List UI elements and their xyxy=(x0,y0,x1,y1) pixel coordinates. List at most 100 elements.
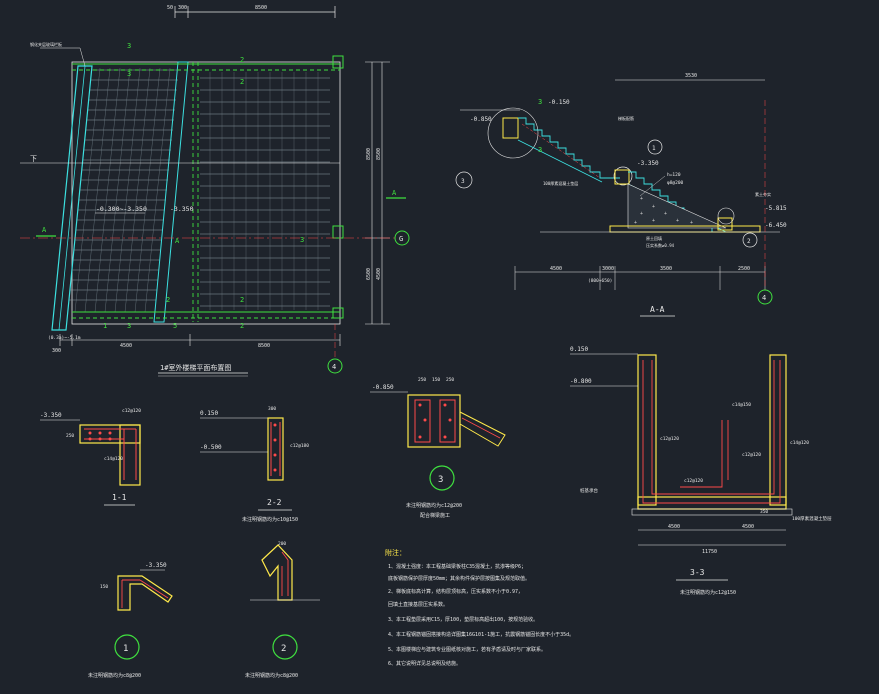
aa-note-4: 素土夯实 xyxy=(755,191,771,197)
s33-rebar-3: c12@120 xyxy=(684,478,703,484)
aa-detail-mark-3: 3 xyxy=(461,178,465,185)
d3-level: -0.850 xyxy=(372,384,394,391)
s33-level-1: 0.150 xyxy=(570,346,588,353)
aa-detail-mark-1: 1 xyxy=(652,145,656,152)
plan-sec-mark: 3 xyxy=(300,236,304,244)
plan-sec-mark: 1 xyxy=(103,322,107,330)
aa-dim-bottom-4: 2500 xyxy=(738,266,750,272)
notes-line: 2、梯板底标高计算，结构层顶标高，压实系数不小于0.97， xyxy=(388,588,523,595)
aa-detail-mark-2: 2 xyxy=(747,238,751,245)
s33-label-zhuang: 桩基承台 xyxy=(580,487,598,494)
aa-note-2: φ8@200 xyxy=(667,180,684,186)
plan-axis-4: 4 xyxy=(332,363,336,371)
d3-dim-3: 250 xyxy=(446,377,454,383)
plan-level: -0.300~-3.350 xyxy=(96,205,147,213)
dc2-dim: 200 xyxy=(278,541,286,547)
d22-rebar: c12@180 xyxy=(290,443,309,449)
aa-level-3: -3.350 xyxy=(637,160,659,167)
plan-level-2: -3.350 xyxy=(170,205,194,213)
detail-1-1: -3.350 c12@120 c14@120 250 1-1 xyxy=(40,408,141,506)
s33-level-2: -0.800 xyxy=(570,378,592,385)
plan-sec-mark: 2 xyxy=(240,56,244,64)
aa-note-0: 梯板配筋 xyxy=(618,115,634,121)
aa-dim-bottom-3: 3500 xyxy=(660,266,672,272)
aa-note-5: 原土回填 xyxy=(646,235,662,241)
aa-level-1: -0.150 xyxy=(548,99,570,106)
plan-dim-bottom-3: 8500 xyxy=(258,343,270,349)
plan-section-a-mid: A xyxy=(175,237,180,245)
aa-dim-bottom-2: 3000 xyxy=(602,266,614,272)
dc1-dim: 150 xyxy=(100,584,108,590)
plan-section-a-right: A xyxy=(392,189,397,197)
aa-title: A-A xyxy=(650,305,665,314)
s33-rebar-1: c14@120 xyxy=(790,440,809,446)
plan-title: 1#室外楼梯平面布置图 xyxy=(160,363,231,372)
plan-sec-mark: 2 xyxy=(240,322,244,330)
d11-title: 1-1 xyxy=(112,493,127,502)
plan-sec-mark: 2 xyxy=(240,296,244,304)
d22-level-2: -0.500 xyxy=(200,444,222,451)
plan-sec-mark: 5 xyxy=(173,322,177,330)
aa-note-3: 100厚素混凝土垫层 xyxy=(543,180,578,186)
notes-line: 底板钢筋保护层厚度50mm；其余构件保护层按图集及规范取值。 xyxy=(388,575,530,582)
d22-level-1: 0.150 xyxy=(200,410,218,417)
aa-axis-4: 4 xyxy=(762,294,766,302)
s33-dim-1: 4500 xyxy=(668,524,680,530)
d22-dim-1: 300 xyxy=(268,406,276,412)
plan-sec-mark: 2 xyxy=(166,296,170,304)
s33-pad-note: 100厚素混凝土垫层 xyxy=(792,515,832,522)
s33-rebar-4: c12@120 xyxy=(660,436,679,442)
aa-level-4: -5.815 xyxy=(765,205,787,212)
dc2-mark: 2 xyxy=(281,644,286,654)
svg-text:+: + xyxy=(676,218,679,224)
plan-dim-top-2: 300 xyxy=(178,5,187,11)
s33-title: 3-3 xyxy=(690,568,705,577)
s33-rebar-5: c14@150 xyxy=(732,402,751,408)
notes-line: 4、本工程钢筋锚固搭接构造详图集16G101-1施工，抗震钢筋锚固长度不小于35… xyxy=(388,631,574,638)
detail-2-2: 0.150 -0.500 c12@180 300 2-2 未注明钢筋均为c10@… xyxy=(200,406,309,523)
plan-dim-right-2: 8500 xyxy=(376,148,382,160)
plan-dim-top-1: 50 xyxy=(167,5,173,11)
plan-dim-bottom-1: 300 xyxy=(52,348,61,354)
detail-circle-1: -3.350 150 1 未注明钢筋均为c8@200 xyxy=(88,562,173,679)
plan-view: 50 300 8500 xyxy=(20,5,410,377)
notes-line: 6、其它说明详见总说明及结施。 xyxy=(388,660,461,667)
notes-line: 3、本工程垫层采用C15，厚100，垫层标高超出100，按规范验收。 xyxy=(388,616,538,623)
d3-mark: 3 xyxy=(438,475,443,485)
d3-dim-2: 150 xyxy=(432,377,440,383)
plan-leader-note: 钢化夹层玻璃栏板 xyxy=(30,41,62,47)
dc1-mark: 1 xyxy=(123,644,128,654)
aa-mark-3: 3 xyxy=(538,98,542,106)
notes-title: 附注： xyxy=(385,548,406,557)
section-aa: 3530 -0.150 -0.850 -3.350 +++ +++ ++ -5.… xyxy=(455,73,787,317)
d3-note-1: 未注明钢筋均为c12@200 xyxy=(406,502,462,509)
s33-rebar-2: c12@120 xyxy=(742,452,761,458)
s33-dim-2: 4500 xyxy=(742,524,754,530)
d11-rebar-2: c14@120 xyxy=(104,456,123,462)
plan-sec-mark: 3 xyxy=(127,42,131,50)
svg-text:+: + xyxy=(634,220,637,226)
svg-text:+: + xyxy=(640,211,643,217)
plan-side-note: (0.3a)~-5.1m xyxy=(48,335,81,341)
d22-note: 未注明钢筋均为c10@150 xyxy=(242,516,298,523)
d11-level: -3.350 xyxy=(40,412,62,419)
aa-level-5: -6.450 xyxy=(765,222,787,229)
aa-sub-dim: (800+650) xyxy=(588,278,612,284)
aa-dim-top: 3530 xyxy=(685,73,697,79)
svg-text:+: + xyxy=(664,211,667,217)
plan-dim-right-1: 8500 xyxy=(366,148,372,160)
d3-dim-1: 250 xyxy=(418,377,426,383)
section-3-3: 0.150 -0.800 c14@120 c12@120 c12@120 c12… xyxy=(570,346,832,596)
svg-text:+: + xyxy=(640,196,643,202)
aa-level-2: -0.850 xyxy=(470,116,492,123)
plan-dim-right-3: 6500 xyxy=(366,268,372,280)
svg-text:+: + xyxy=(652,218,655,224)
plan-sec-mark: 3 xyxy=(127,70,131,78)
d3-note-2: 配合梯梁施工 xyxy=(420,512,450,519)
detail-3: -0.850 250 150 250 3 未注明钢筋均为c12@200 配合梯梁… xyxy=(370,377,506,519)
dc1-level: -3.350 xyxy=(145,562,167,569)
plan-dim-bottom-2: 4500 xyxy=(120,343,132,349)
dc1-note: 未注明钢筋均为c8@200 xyxy=(88,672,141,679)
general-notes: 附注： 1、混凝土强度：本工程基础梁板柱C35混凝土，抗渗等级P6； 底板钢筋保… xyxy=(385,548,574,667)
plan-section-a-left: A xyxy=(42,226,47,234)
